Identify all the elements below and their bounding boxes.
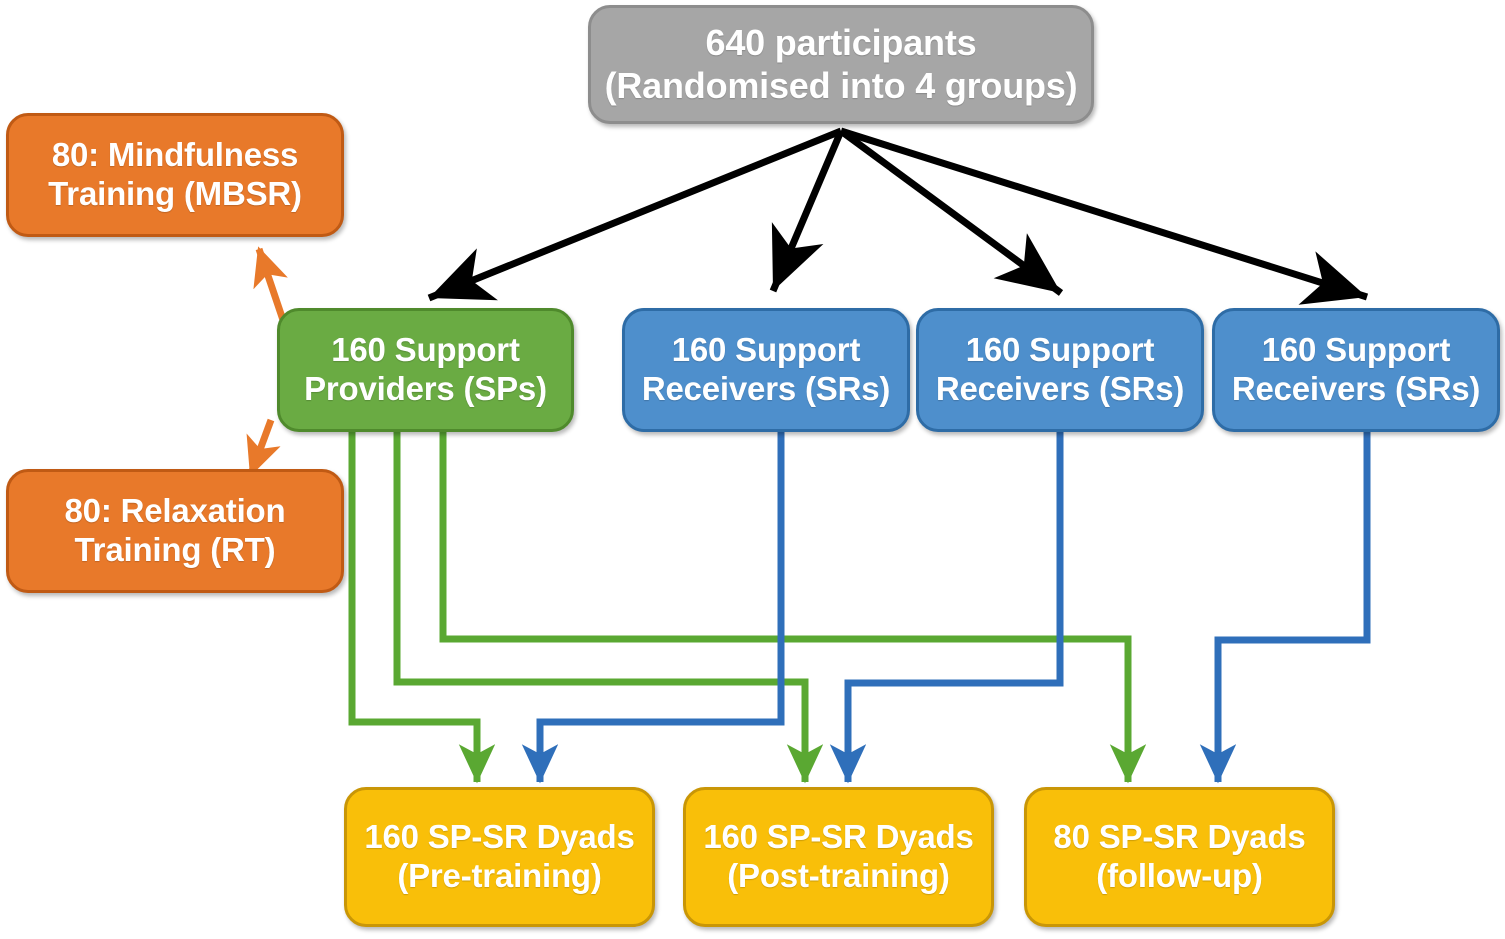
sr3-to-dyads-followup: [1199, 432, 1371, 784]
node-support-receivers-2[interactable]: 160 Support Receivers (SRs): [916, 308, 1204, 432]
arrow-root-to-receivers-1: [769, 129, 845, 293]
node-support-receivers-1[interactable]: 160 Support Receivers (SRs): [622, 308, 910, 432]
sp-to-dyads-post: [393, 432, 824, 784]
node-support-providers[interactable]: 160 Support Providers (SPs): [277, 308, 574, 432]
arrow-providers-to-relaxation: [246, 418, 281, 477]
node-support-receivers-3[interactable]: 160 Support Receivers (SRs): [1212, 308, 1500, 432]
node-dyads-follow-up[interactable]: 80 SP-SR Dyads (follow-up): [1024, 787, 1335, 927]
node-relaxation-training[interactable]: 80: Relaxation Training (RT): [6, 469, 344, 593]
arrow-root-to-receivers-3: [839, 127, 1369, 305]
provider-connectors: [348, 432, 1147, 784]
node-root-participants[interactable]: 640 participants (Randomised into 4 grou…: [588, 5, 1094, 124]
receiver-connectors: [521, 432, 1371, 784]
randomisation-arrows: [427, 127, 1369, 305]
arrow-providers-to-mindfulness: [253, 246, 288, 322]
sr1-to-dyads-pre: [521, 432, 785, 784]
node-mindfulness-training[interactable]: 80: Mindfulness Training (MBSR): [6, 113, 344, 237]
sp-to-dyads-pre: [348, 432, 496, 784]
sp-to-dyads-followup: [439, 432, 1147, 784]
sr2-to-dyads-post: [829, 432, 1064, 784]
arrow-root-to-providers: [427, 127, 843, 302]
node-dyads-post-training[interactable]: 160 SP-SR Dyads (Post-training): [683, 787, 994, 927]
node-dyads-pre-training[interactable]: 160 SP-SR Dyads (Pre-training): [344, 787, 655, 927]
arrow-root-to-receivers-2: [838, 128, 1064, 296]
